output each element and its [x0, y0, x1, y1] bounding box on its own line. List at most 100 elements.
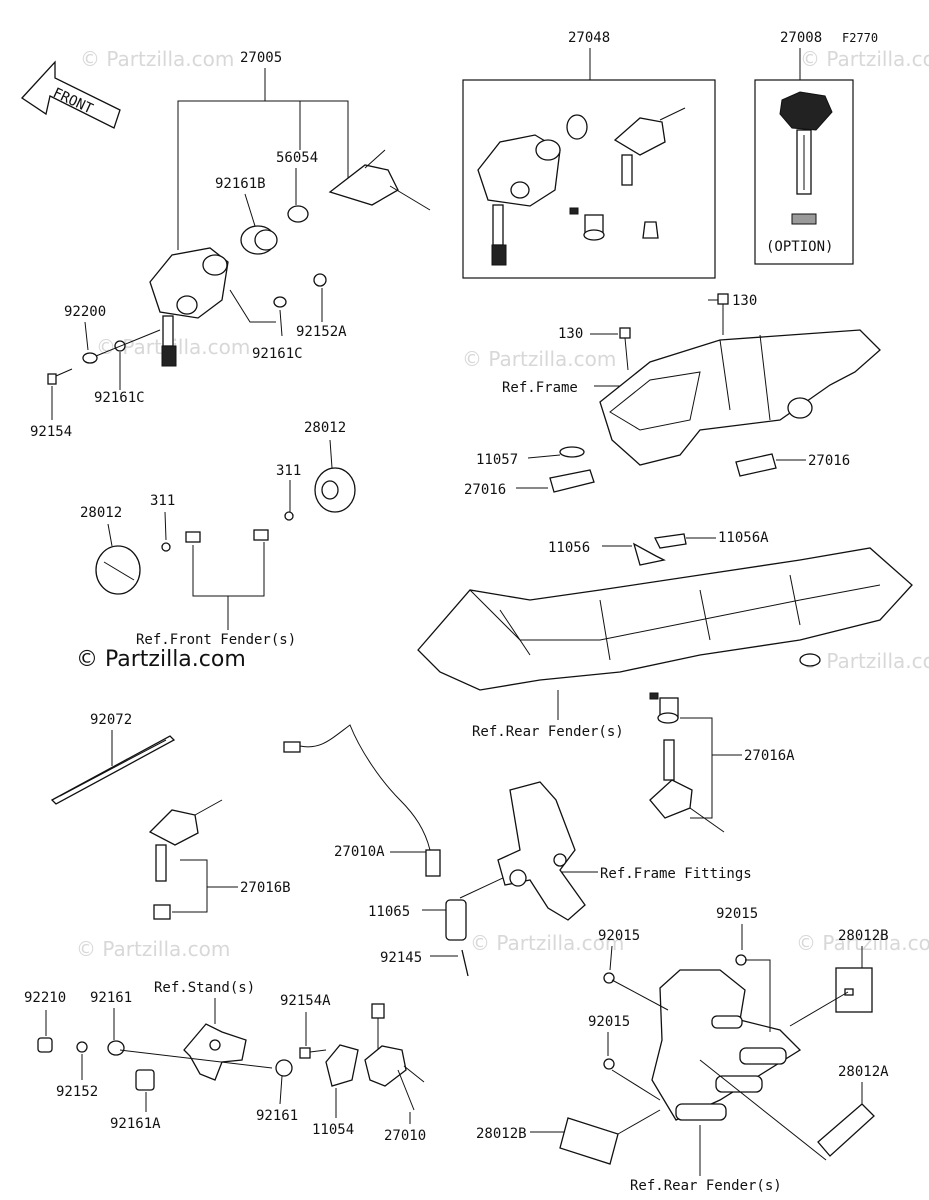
label-28012-right: 28012 [304, 420, 346, 436]
label-92200: 92200 [64, 304, 106, 320]
nut-92015-c [603, 1058, 615, 1070]
collar-92161A [135, 1069, 155, 1091]
watermark: © Partzilla.com [800, 47, 929, 71]
washer-92200 [82, 352, 98, 364]
bolt-130-left [619, 327, 631, 339]
ignition-switch-set [477, 134, 561, 266]
bracket-11056A [654, 533, 687, 549]
stud-right [253, 529, 269, 541]
label-11054: 11054 [312, 1122, 354, 1138]
key-set [613, 107, 686, 186]
nut-set [642, 221, 659, 239]
ignition-switch-27005 [149, 247, 229, 367]
label-28012-left: 28012 [80, 505, 122, 521]
label-92161A: 92161A [110, 1116, 161, 1132]
label-92161C-right: 92161C [252, 346, 303, 362]
seat-lock-27016A [649, 692, 679, 724]
collar-set [566, 114, 588, 140]
collar-92161-left [107, 1040, 125, 1056]
cap-28012-left [95, 545, 141, 595]
label-27008: 27008 [780, 30, 822, 46]
label-ref-frame: Ref.Frame [502, 380, 578, 396]
set-27048-box [462, 79, 716, 279]
label-92154: 92154 [30, 424, 72, 440]
reflector-28012B-left [559, 1117, 619, 1165]
watermark: © Partzilla.com [470, 931, 624, 955]
cap-28012-right [314, 467, 356, 513]
license-bracket [651, 969, 802, 1121]
cable-tie-92072 [50, 735, 176, 805]
watermark: © Partzilla.com [76, 937, 230, 961]
label-ref-rear-fender-bottom: Ref.Rear Fender(s) [630, 1178, 782, 1194]
key-option-box [754, 79, 854, 265]
bolt-130-top [717, 293, 729, 305]
label-27010: 27010 [384, 1128, 426, 1144]
label-92161B: 92161B [215, 176, 266, 192]
label-92161C-left: 92161C [94, 390, 145, 406]
watermark-main: © Partzilla.com [76, 647, 246, 672]
key-blank-27005 [328, 149, 431, 211]
label-11056A: 11056A [718, 530, 769, 546]
washer-92161C [273, 296, 287, 308]
nut-92015-b [735, 954, 747, 966]
label-11057: 11057 [476, 452, 518, 468]
label-ref-frame-fittings: Ref.Frame Fittings [600, 866, 752, 882]
collar-92161-right [275, 1059, 293, 1077]
label-27010A: 27010A [334, 844, 385, 860]
label-92152: 92152 [56, 1084, 98, 1100]
stand-bracket [183, 1023, 247, 1081]
key-collar-92161B [240, 225, 278, 255]
front-arrow-icon: FRONT [21, 60, 121, 129]
label-28012B-right: 28012B [838, 928, 889, 944]
cap-92210 [37, 1037, 53, 1053]
reflector-28012A [817, 1103, 875, 1157]
label-28012A: 28012A [838, 1064, 889, 1080]
label-92210: 92210 [24, 990, 66, 1006]
label-27016-right: 27016 [808, 453, 850, 469]
label-92145: 92145 [380, 950, 422, 966]
label-92152A: 92152A [296, 324, 347, 340]
option-label: (OPTION) [766, 239, 833, 255]
key-27016A [649, 739, 725, 833]
label-130-left: 130 [558, 326, 583, 342]
label-27048: 27048 [568, 30, 610, 46]
grommet-11057 [559, 446, 585, 458]
nut-92015-a [603, 972, 615, 984]
bracket-11056 [632, 542, 666, 566]
cover-11065 [445, 899, 467, 941]
label-92161-left: 92161 [90, 990, 132, 1006]
cable-guide-27016-right [735, 453, 777, 477]
label-311-left: 311 [150, 493, 175, 509]
nut-311-left [161, 542, 171, 552]
switch-bracket-11054 [325, 1044, 359, 1087]
label-56054: 56054 [276, 150, 318, 166]
figure-code: F2770 [842, 31, 878, 45]
frame-subframe [599, 329, 881, 466]
frame-fittings-bracket [497, 781, 586, 921]
label-130-top: 130 [732, 293, 757, 309]
washer-92152 [76, 1041, 88, 1053]
reflector-28012B-right [835, 967, 873, 1013]
cable-guide-27016-left [549, 469, 595, 493]
label-28012B-left: 28012B [476, 1126, 527, 1142]
label-311-right: 311 [276, 463, 301, 479]
nut-92152A [313, 273, 327, 287]
seat-lock-set [569, 207, 605, 241]
key-27008-icon [779, 91, 833, 225]
label-27016-left: 27016 [464, 482, 506, 498]
label-27016B: 27016B [240, 880, 291, 896]
washer-56054 [287, 205, 309, 223]
label-27016A: 27016A [744, 748, 795, 764]
label-ref-rear-fender-top: Ref.Rear Fender(s) [472, 724, 624, 740]
nut-311-right [284, 511, 294, 521]
label-11065: 11065 [368, 904, 410, 920]
watermark: © Partzilla.com [80, 47, 234, 71]
spring-92145 [461, 949, 469, 977]
sidestand-switch-27010 [364, 1003, 425, 1111]
label-92161-right: 92161 [256, 1108, 298, 1124]
label-92015-top-right: 92015 [716, 906, 758, 922]
label-92154A: 92154A [280, 993, 331, 1009]
watermark: © Partzilla.com [800, 649, 929, 673]
watermark: © Partzilla.com [462, 347, 616, 371]
